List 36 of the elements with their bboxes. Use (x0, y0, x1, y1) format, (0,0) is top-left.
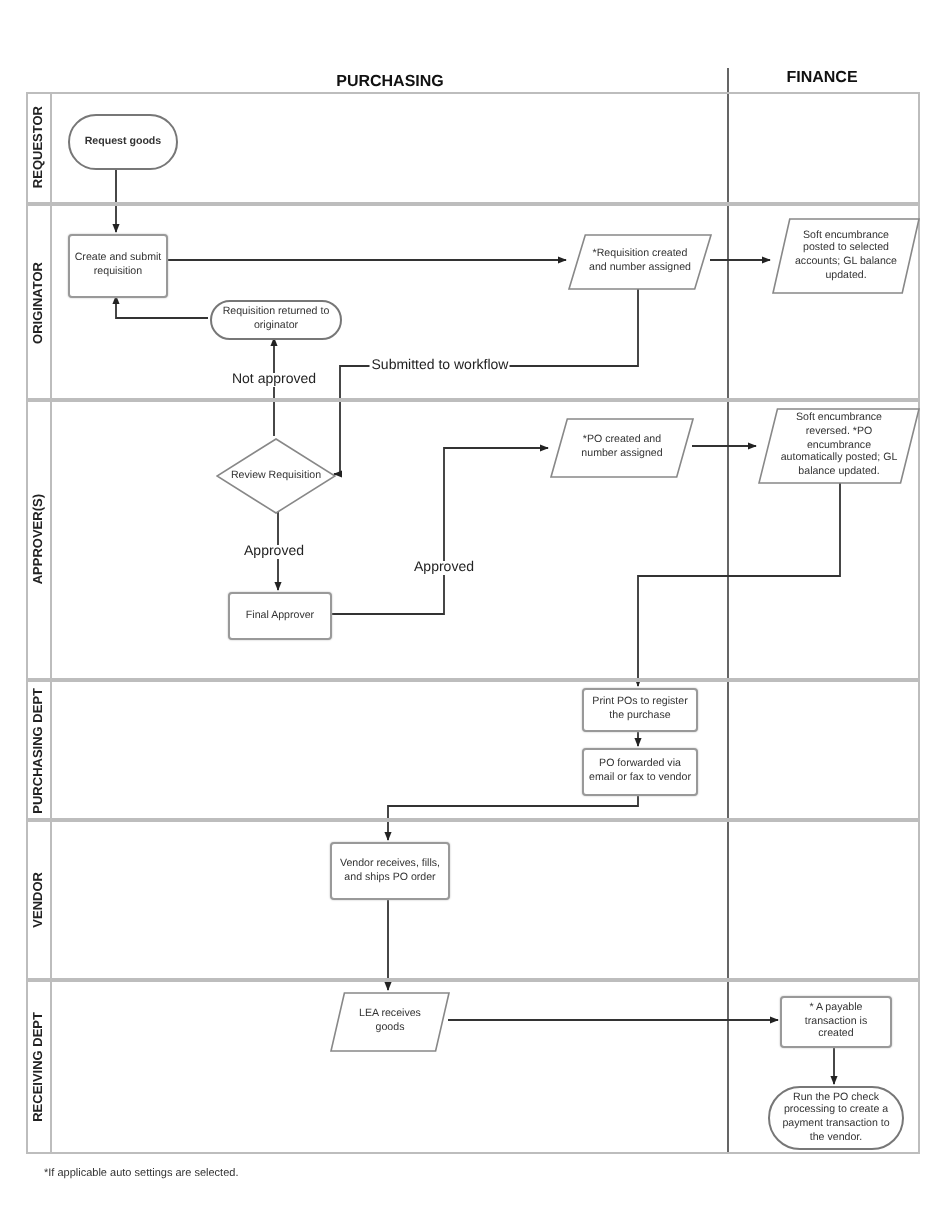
process-box (330, 842, 450, 900)
process-box (582, 748, 698, 796)
process-box (228, 592, 332, 640)
arrow (691, 442, 757, 450)
process-box (68, 234, 168, 298)
decision-diamond (216, 438, 336, 514)
arrow (165, 256, 567, 264)
arrow (634, 481, 841, 687)
swimlane (26, 820, 920, 980)
arrow (329, 444, 549, 615)
swimlane (26, 680, 920, 820)
arrow (384, 793, 639, 841)
data-parallelogram (772, 218, 920, 294)
process-box (780, 996, 892, 1048)
process-box (582, 688, 698, 732)
data-parallelogram (550, 418, 694, 478)
arrow (384, 897, 392, 991)
swimlane (26, 204, 920, 400)
terminal-box (768, 1086, 904, 1150)
terminal-box (68, 114, 178, 170)
arrow (112, 167, 120, 233)
arrow (830, 1045, 838, 1085)
arrow (709, 256, 771, 264)
column-header: FINANCE (786, 66, 858, 90)
data-parallelogram (330, 992, 450, 1052)
column-header: PURCHASING (336, 70, 444, 94)
arrow (634, 729, 642, 747)
data-parallelogram (568, 234, 712, 290)
swimlane (26, 92, 920, 204)
swimlane (26, 980, 920, 1154)
terminal-box (210, 300, 342, 340)
arrow (447, 1016, 779, 1024)
arrow (270, 337, 278, 437)
arrow (112, 295, 209, 319)
data-parallelogram (758, 408, 920, 484)
swimlane (26, 400, 920, 680)
